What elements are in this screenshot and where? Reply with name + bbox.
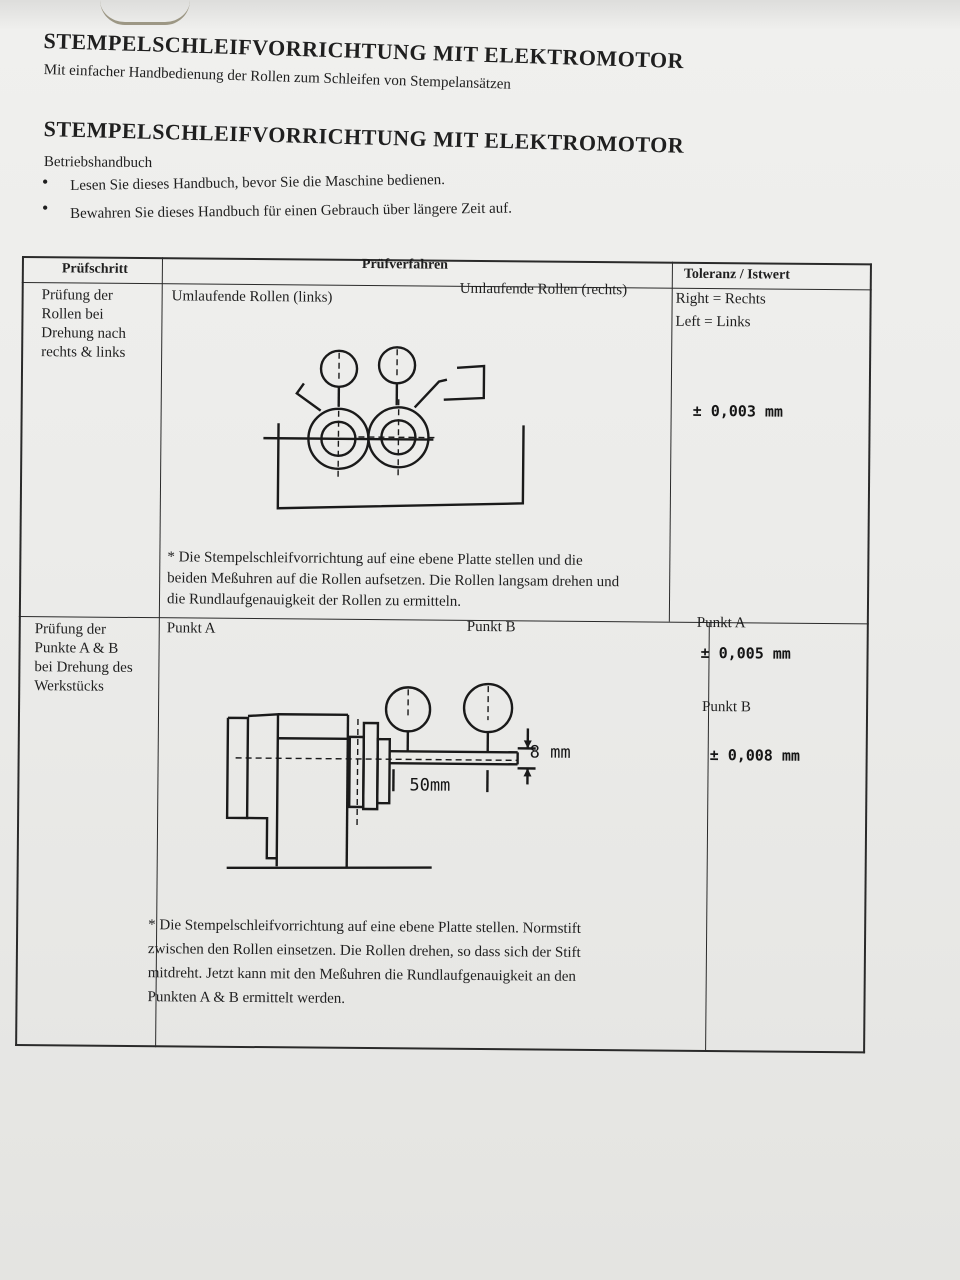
row2-tol-b-label: Punkt B (702, 698, 751, 716)
row2-step-line: Prüfung der (34, 621, 107, 638)
row1-step-line: Prüfung der (41, 287, 113, 304)
row2-tol-a-value: ± 0,005 mm (700, 643, 791, 663)
column-divider-2b (705, 622, 710, 1052)
rolls-diagram (263, 346, 525, 510)
row2-step: Prüfung der Punkte A & B bei Drehung des… (34, 620, 133, 697)
bullet-item: Bewahren Sie dieses Handbuch für einen G… (70, 200, 513, 222)
row2-step-line: Punkte A & B (34, 640, 119, 657)
header-procedure: Prüfverfahren (361, 256, 449, 273)
stain-mark (100, 0, 190, 25)
row1-tolerance-value: ± 0,003 mm (692, 401, 784, 421)
row1-step-line: rechts & links (41, 344, 126, 361)
inspection-table: Prüfschritt Prüfverfahren Toleranz / Ist… (15, 256, 872, 1054)
bullet-item: Lesen Sie dieses Handbuch, bevor Sie die… (70, 172, 446, 194)
bullet-marker: • (42, 198, 49, 218)
row2-label-b: Punkt B (466, 618, 516, 636)
row2-step-line: Werkstücks (34, 678, 104, 695)
bullet-marker: • (42, 172, 49, 192)
row2-step-line: bei Drehung des (34, 659, 133, 676)
row1-label-right: Umlaufende Rollen (rechts) (459, 280, 628, 299)
dim-8mm-label: 8 mm (529, 742, 571, 763)
row1-step-line: Drehung nach (41, 325, 126, 342)
doc-subtitle-1: Mit einfacher Handbedienung der Rollen z… (43, 62, 512, 93)
doc-title-2: STEMPELSCHLEIFVORRICHTUNG MIT ELEKTROMOT… (43, 116, 685, 158)
table-border-left (15, 256, 24, 1046)
row1-tol-left: Left = Links (675, 313, 751, 331)
row1-note: * Die Stempelschleifvorrichtung auf eine… (167, 547, 688, 615)
row2-tol-b-value: ± 0,008 mm (709, 746, 801, 765)
table-border-bottom (15, 1043, 866, 1054)
row1-tol-right: Right = Rechts (675, 290, 766, 308)
header-tolerance: Toleranz / Istwert (683, 266, 790, 283)
row1-step-line: Rollen bei (41, 306, 104, 323)
row1-step: Prüfung der Rollen bei Drehung nach rech… (41, 286, 126, 363)
row2-tol-a-label: Punkt A (696, 614, 746, 632)
row2-note-line: Punkten A & B ermittelt werden. (147, 989, 346, 1007)
table-border-right (863, 263, 872, 1054)
row2-note: * Die Stempelschleifvorrichtung auf eine… (147, 913, 688, 1014)
row1-label-left: Umlaufende Rollen (links) (171, 288, 333, 306)
row2-label-a: Punkt A (166, 620, 216, 637)
doc-subtitle-2: Betriebshandbuch (43, 154, 153, 172)
dim-50mm-label: 50mm (409, 775, 451, 796)
header-step: Prüfschritt (61, 261, 129, 277)
workpiece-diagram (225, 682, 536, 870)
